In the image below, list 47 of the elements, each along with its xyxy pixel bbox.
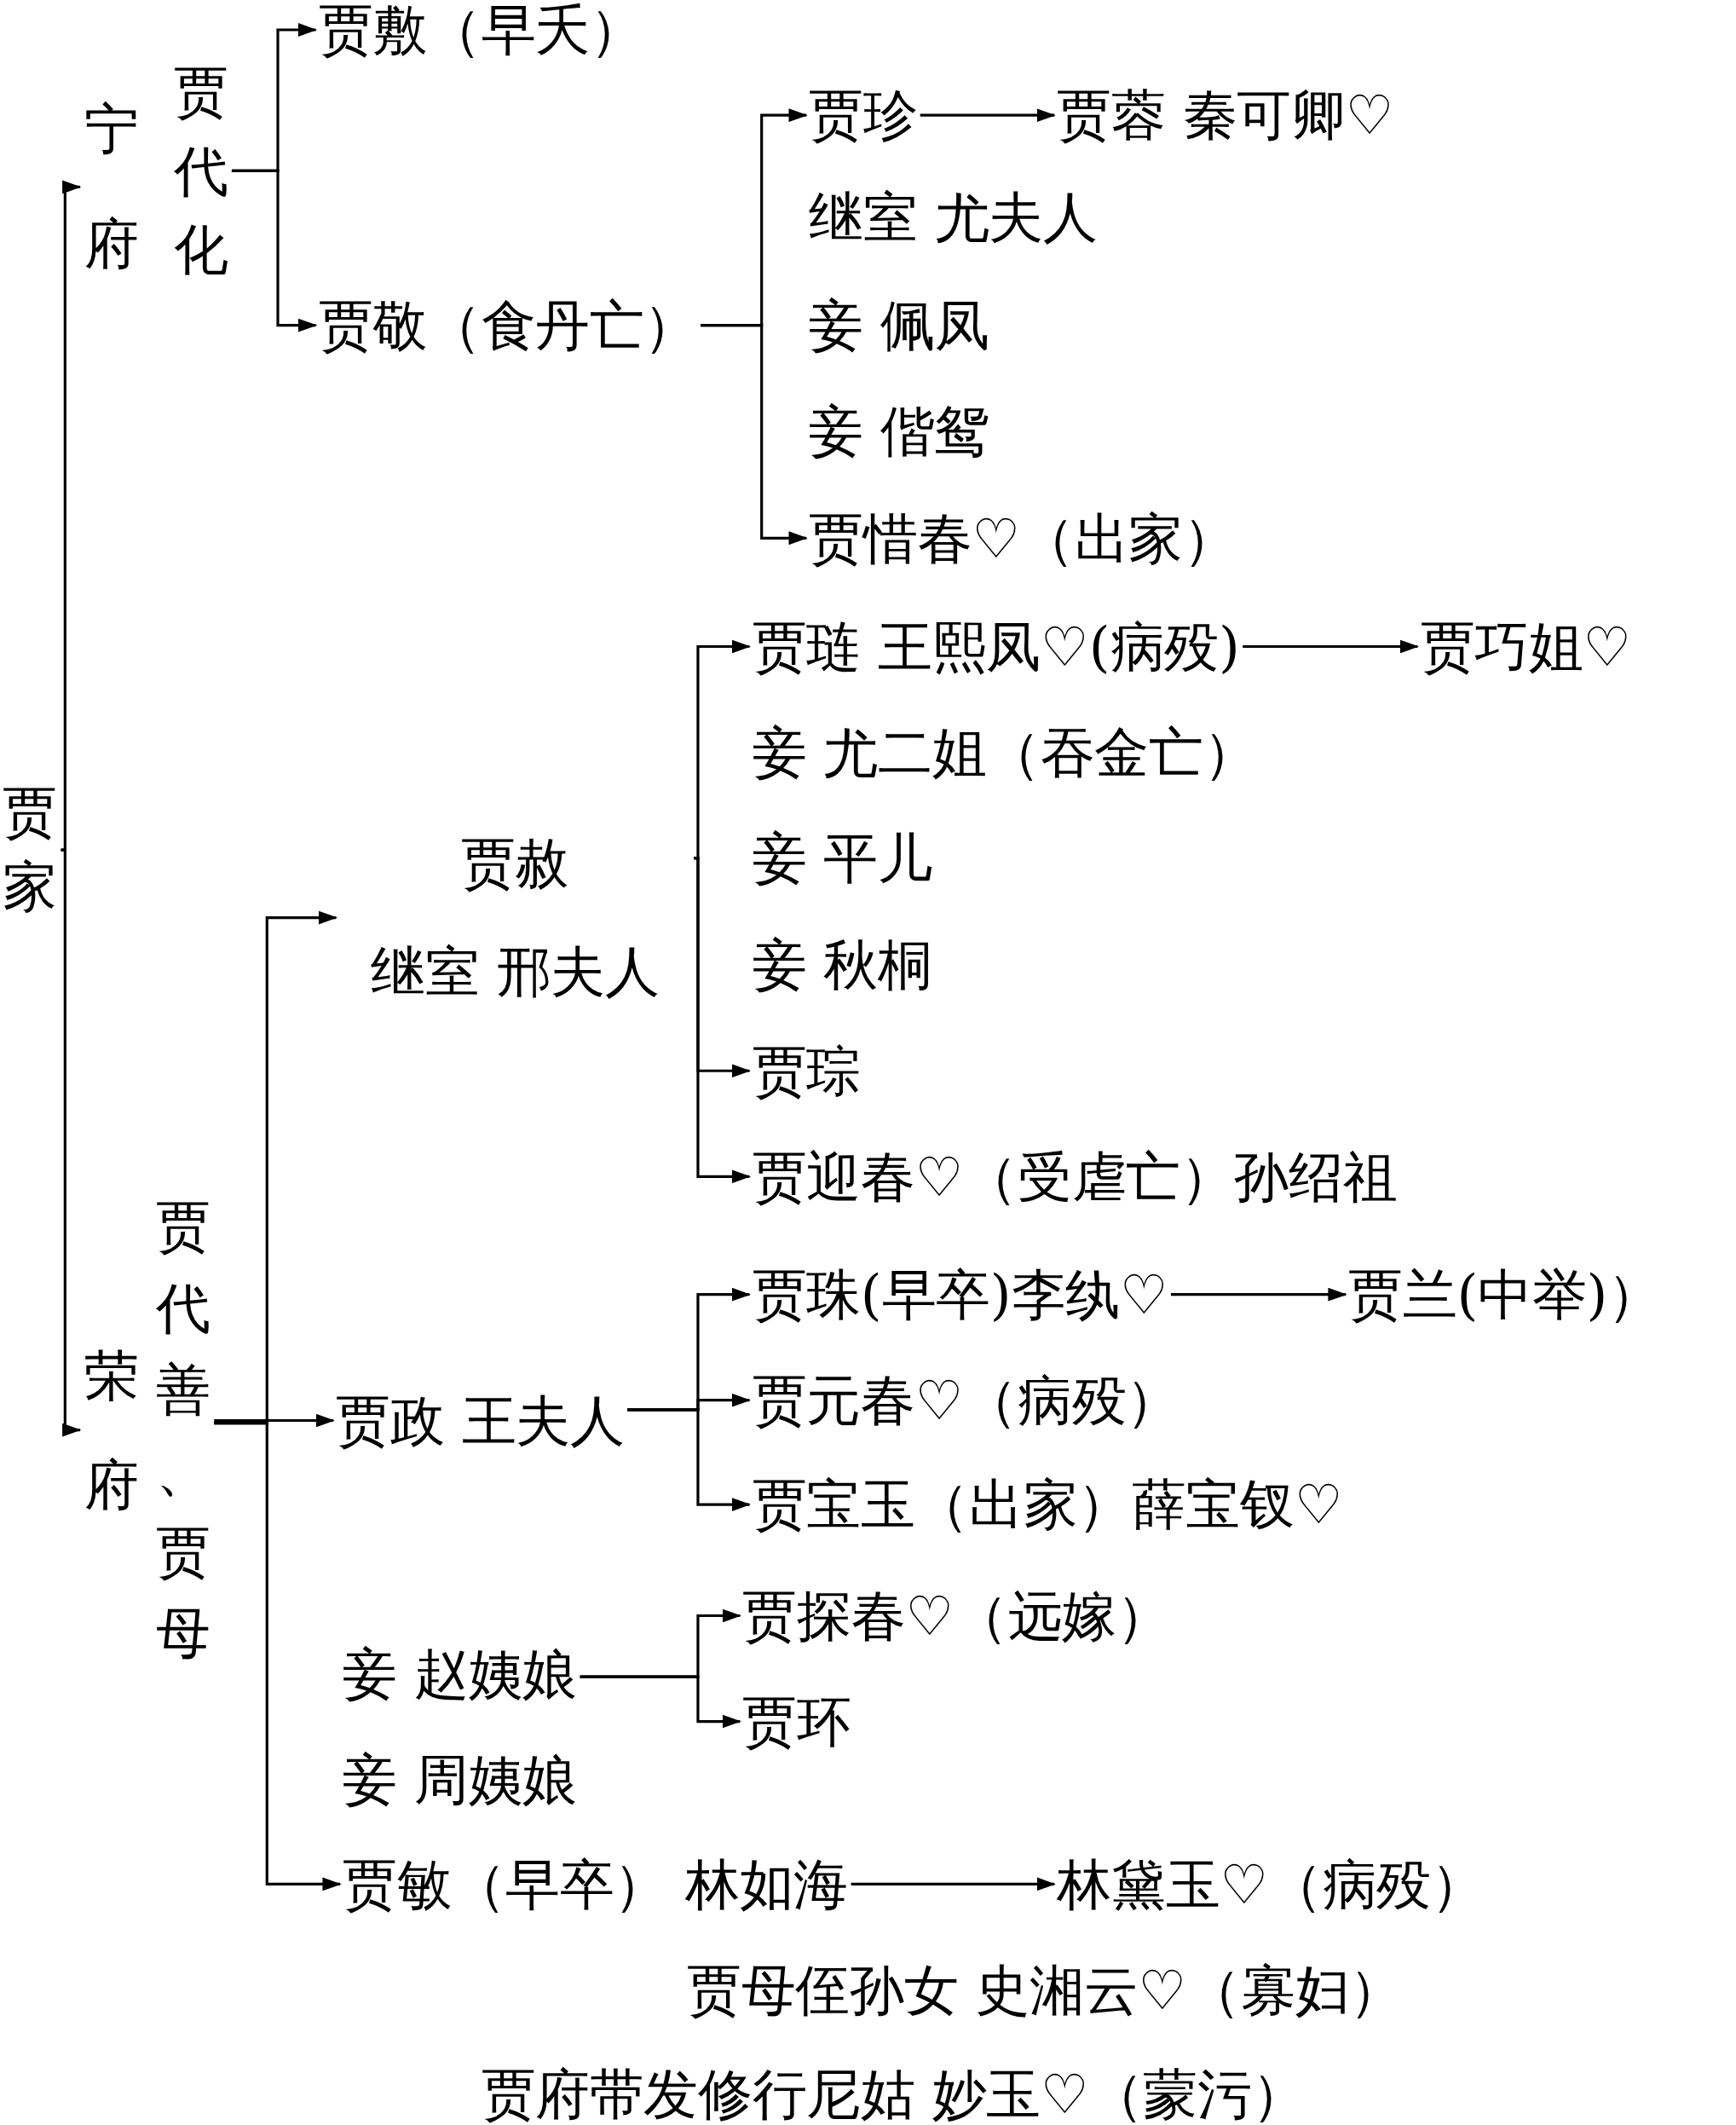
branch-label: 贾家 bbox=[1, 775, 59, 925]
name-label: 贾珍 bbox=[809, 81, 918, 149]
name-label: 贾兰(中举)） bbox=[1348, 1260, 1662, 1329]
name-label: 妾 周姨娘 bbox=[343, 1747, 577, 1813]
branch-label: 贾代善、贾母 bbox=[154, 1186, 212, 1674]
name-label: 贾宝玉（出家）薛宝钗♡ bbox=[752, 1470, 1343, 1539]
arrow bbox=[1170, 1287, 1347, 1302]
arrow bbox=[694, 857, 751, 1184]
arrow bbox=[580, 1675, 741, 1729]
name-label: 贾赦 bbox=[459, 831, 570, 897]
arrow bbox=[627, 1408, 751, 1512]
name-label: 贾迎春♡（受虐亡）孙绍祖 bbox=[752, 1142, 1398, 1211]
arrow bbox=[1243, 639, 1419, 654]
name-label: 贾探春♡（远嫁） bbox=[742, 1581, 1171, 1650]
arrow bbox=[851, 1877, 1056, 1891]
arrow bbox=[701, 324, 808, 546]
arrow bbox=[214, 1422, 342, 1891]
name-label: 继室 尤夫人 bbox=[809, 184, 1098, 250]
name-label: 贾珠(早卒)李纨♡ bbox=[752, 1260, 1168, 1329]
name-label: 贾琮 bbox=[752, 1037, 861, 1105]
name-label: 妾 赵姨娘 bbox=[343, 1640, 577, 1708]
name-label: 贾府带发修行尼姑 妙玉♡（蒙污） bbox=[481, 2062, 1306, 2125]
name-label: 贾惜春♡（出家） bbox=[809, 504, 1237, 573]
arrow bbox=[231, 169, 318, 332]
branch-label: 贾代化 bbox=[171, 53, 229, 289]
name-label: 贾元春♡（病殁） bbox=[752, 1366, 1180, 1435]
name-label: 贾巧姐♡ bbox=[1420, 612, 1632, 681]
branch-label: 荣府 bbox=[83, 1321, 140, 1539]
name-label: 妾 偕鸳 bbox=[809, 399, 989, 465]
name-label: 妾 平儿 bbox=[752, 826, 932, 892]
name-label: 贾政 王夫人 bbox=[336, 1386, 625, 1455]
name-label: 妾 尤二姐（吞金亡） bbox=[752, 720, 1258, 786]
arrow bbox=[60, 848, 82, 1437]
name-label: 妾 秋桐 bbox=[752, 933, 932, 998]
name-label: 贾蓉 秦可卿♡ bbox=[1057, 81, 1394, 149]
name-label: 林黛玉♡（病殁） bbox=[1057, 1850, 1485, 1919]
name-label: 贾敏（早卒） 林如海 bbox=[343, 1850, 848, 1919]
branch-label: 宁府 bbox=[83, 72, 140, 303]
name-label: 继室 邢夫人 bbox=[370, 939, 660, 1005]
name-label: 贾环 bbox=[742, 1687, 851, 1756]
name-label: 妾 佩凤 bbox=[809, 293, 989, 359]
arrow bbox=[920, 108, 1056, 123]
arrow bbox=[214, 1413, 335, 1428]
name-label: 贾琏 王熙凤♡(病殁) bbox=[752, 612, 1240, 681]
name-label: 贾敬（食丹亡） bbox=[318, 291, 698, 360]
name-label: 贾母侄孙女 史湘云♡（寡妇） bbox=[687, 1957, 1404, 2023]
name-label: 贾敷（早夭） bbox=[318, 0, 644, 64]
